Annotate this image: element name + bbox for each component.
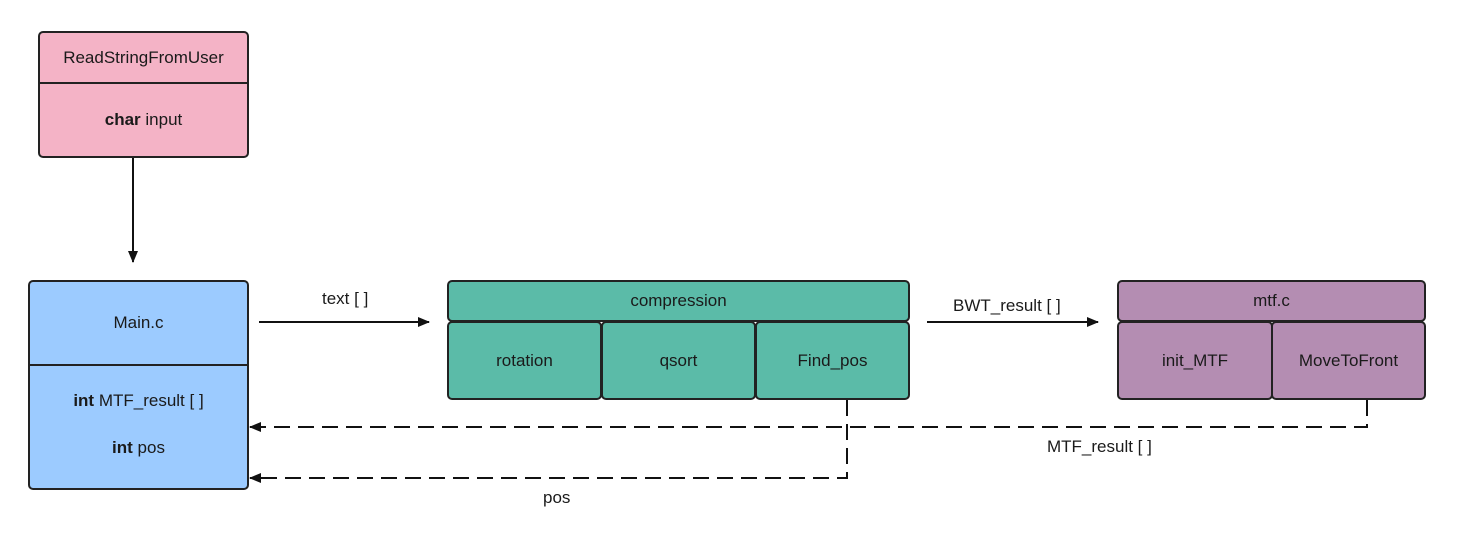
edge-label-pos: pos	[543, 488, 571, 507]
arrow-mtf-result	[249, 400, 1368, 432]
part-label: Find_pos	[797, 350, 868, 370]
node-main-divider	[30, 364, 247, 366]
node-compression-part-find-pos: Find_pos	[755, 321, 910, 400]
node-mtf-title: mtf.c	[1253, 291, 1290, 310]
part-label: MoveToFront	[1298, 350, 1399, 370]
node-read-string-title: ReadStringFromUser	[63, 47, 224, 67]
node-read-string-divider	[40, 82, 247, 84]
field-name: pos	[137, 438, 165, 457]
node-read-string-from-user: ReadStringFromUser char input	[38, 31, 249, 158]
field-type: int	[112, 438, 133, 457]
node-mtf-title-box: mtf.c	[1117, 280, 1426, 322]
arrow-pos	[249, 400, 848, 483]
node-compression-part-qsort: qsort	[601, 321, 756, 400]
node-compression-title-box: compression	[447, 280, 910, 322]
field-type: int	[73, 391, 95, 410]
node-compression-part-rotation: rotation	[447, 321, 602, 400]
part-label: init_MTF	[1161, 350, 1229, 370]
node-mtf-part-init-mtf: init_MTF	[1117, 321, 1273, 400]
node-mtf-part-move-to-front: MoveToFront	[1271, 321, 1426, 400]
field-name: MTF_result [ ]	[98, 391, 204, 410]
field-name: input	[145, 110, 183, 129]
part-label: qsort	[659, 350, 698, 370]
node-read-string-field: char input	[40, 84, 247, 156]
node-compression-title: compression	[630, 291, 727, 310]
edge-label-mtf-result: MTF_result [ ]	[1047, 437, 1152, 456]
edge-label-bwt-result: BWT_result [ ]	[953, 296, 1061, 315]
field-type: char	[104, 110, 141, 129]
node-main-field-pos: int pos	[30, 433, 247, 463]
node-main-c: Main.c int MTF_result [ ] int pos	[28, 280, 249, 490]
part-label: rotation	[496, 350, 553, 370]
node-main-title: Main.c	[113, 313, 164, 332]
edge-label-text: text [ ]	[322, 289, 369, 308]
node-main-field-mtf-result: int MTF_result [ ]	[30, 386, 247, 416]
